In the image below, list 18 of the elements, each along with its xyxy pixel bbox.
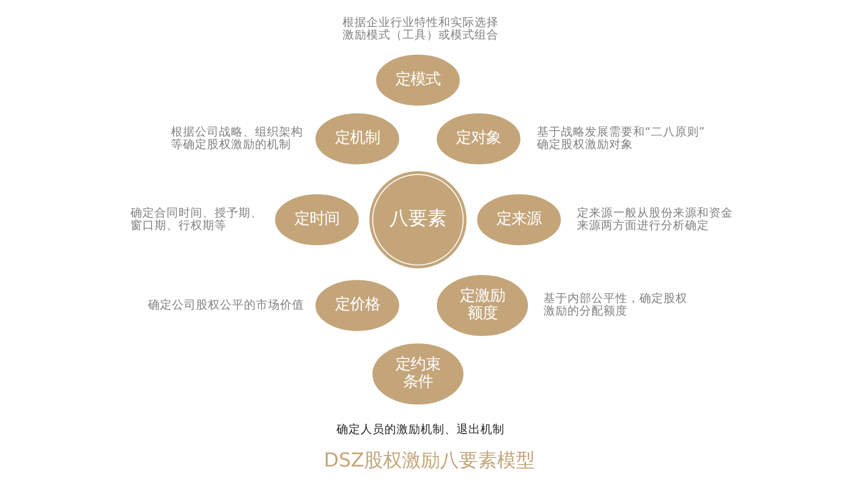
node-label: 根据公司战略、组织架构等确定股权激励的机制	[171, 124, 304, 152]
node-circle: 八要素	[369, 171, 467, 268]
node-label: 确定合同时间、授予期、窗口期、行权期等	[130, 205, 263, 232]
node-label: 根据企业行业特性和实际选择激励模式（工具）或模式组合	[342, 14, 498, 42]
node-label: 确定人员的激励机制、退出机制	[336, 422, 505, 436]
diagram-title: DSZ股权激励八要素模型	[324, 448, 536, 472]
node-ellipse: 定来源	[477, 194, 561, 246]
node-ellipse: 定模式	[376, 54, 460, 106]
node-ellipse: 定约束条件	[372, 344, 464, 405]
node-ellipse: 定时间	[275, 194, 359, 246]
node-label: 确定公司股权公平的市场价值	[148, 297, 304, 312]
node-label: 基于战略发展需要和“二八原则”确定股权激励对象	[536, 124, 705, 152]
node-ellipse: 定对象	[436, 113, 520, 164]
node-ellipse: 定机制	[315, 113, 400, 164]
node-label: 基于内部公平性，确定股权激励的分配额度	[544, 291, 688, 318]
node-ellipse: 定激励额度	[436, 274, 528, 336]
node-label: 定来源一般从股份来源和资金来源两方面进行分析确定	[577, 205, 734, 232]
node-ellipse: 定价格	[315, 280, 400, 331]
